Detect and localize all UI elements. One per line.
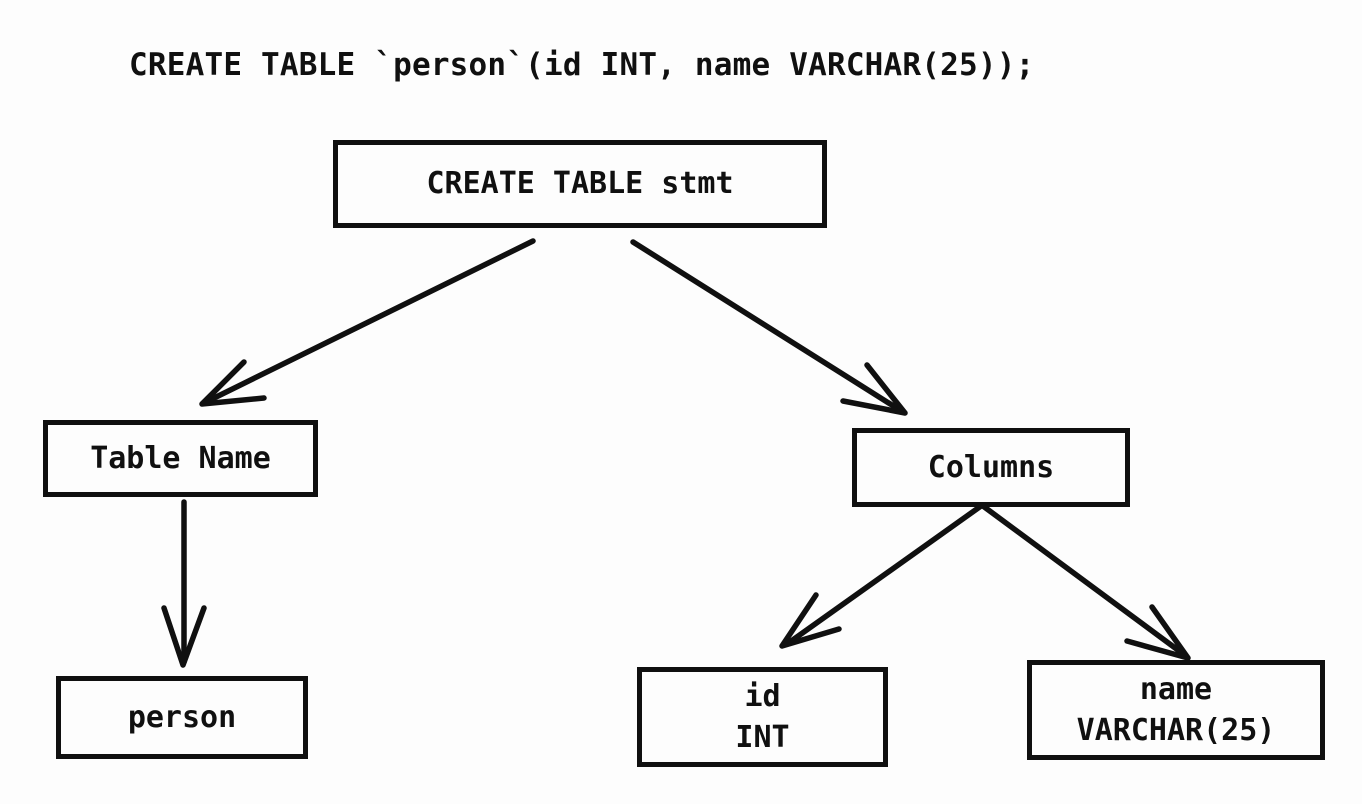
edge-line: [203, 238, 536, 405]
edge-columns-to-id-column: [779, 503, 984, 649]
arrowhead-icon: [161, 605, 207, 668]
edge-line: [630, 239, 906, 415]
arrowhead-icon: [199, 359, 267, 407]
node-columns: Columns: [852, 428, 1130, 507]
node-columns-label: Columns: [927, 449, 1055, 485]
arrowhead-icon: [840, 362, 908, 416]
edge-root-to-table-name: [199, 238, 536, 407]
edge-line: [784, 503, 984, 647]
node-name-column-type: VARCHAR(25): [1076, 713, 1276, 748]
sql-statement-text: CREATE TABLE `person`(id INT, name VARCH…: [129, 47, 1035, 83]
node-id-column-type: INT: [735, 720, 790, 755]
node-name-column: name VARCHAR(25): [1027, 660, 1325, 760]
edge-root-to-columns: [630, 239, 908, 416]
arrowhead-icon: [779, 592, 842, 649]
edge-line: [980, 503, 1189, 659]
node-table-name-label: Table Name: [90, 440, 271, 476]
node-table-name: Table Name: [43, 420, 318, 497]
edge-columns-to-name-column: [980, 503, 1191, 661]
node-person: person: [56, 676, 308, 759]
node-id-column-name: id: [744, 678, 781, 714]
edge-table-name-to-person: [161, 499, 207, 668]
node-create-table-stmt: CREATE TABLE stmt: [333, 140, 827, 228]
arrowhead-icon: [1124, 604, 1191, 661]
node-name-column-name: name: [1139, 671, 1213, 707]
node-person-label: person: [127, 699, 237, 735]
node-create-table-stmt-label: CREATE TABLE stmt: [426, 166, 734, 202]
node-id-column: id INT: [637, 667, 888, 767]
